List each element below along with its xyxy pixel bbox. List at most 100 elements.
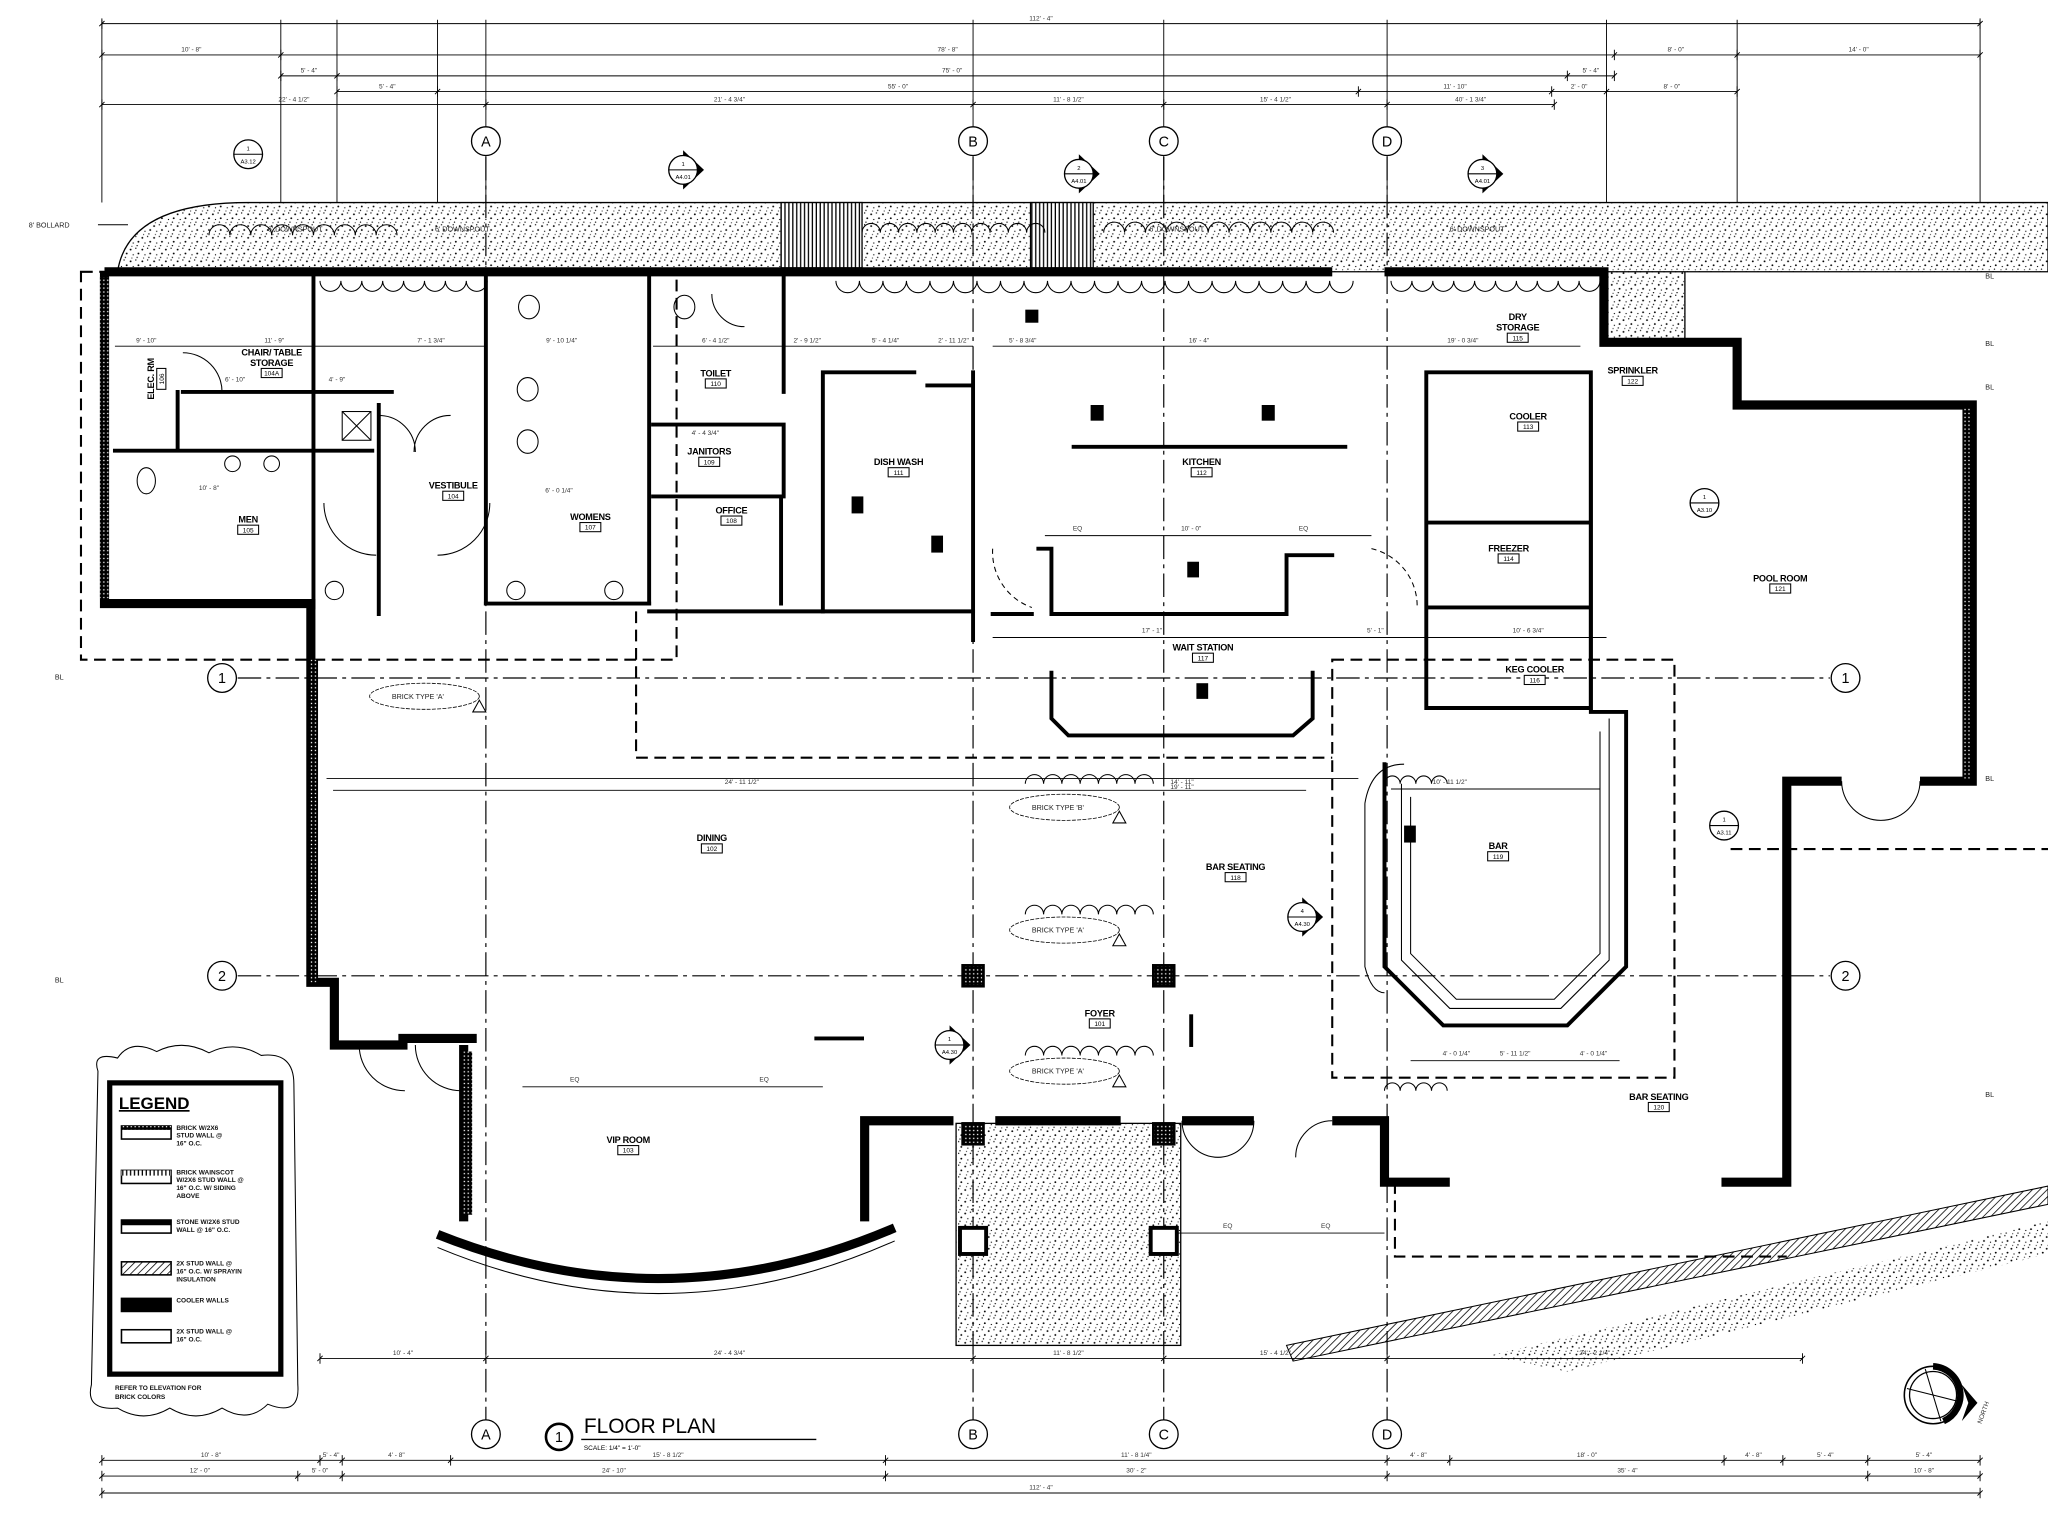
grid-row-label: 1 [1842, 671, 1850, 687]
shrub-row [1390, 280, 1601, 292]
floor-drain-icon [1187, 561, 1200, 578]
bollard-note: 8' BOLLARD [29, 221, 70, 229]
dimension-label: EQ [1223, 1223, 1232, 1230]
room-number: 105 [243, 527, 254, 534]
sink-icon [324, 580, 345, 601]
floor-drain-icon [1090, 405, 1104, 421]
grid-lines [237, 156, 1830, 1420]
section-sheet: A3.12 [241, 159, 256, 165]
section-sheet: A4.30 [942, 1050, 958, 1056]
room-name: SPRINKLER [1607, 366, 1658, 376]
room-number: 114 [1503, 556, 1514, 563]
room-number: 122 [1627, 378, 1638, 385]
room-name: VIP ROOM [607, 1135, 650, 1145]
dimension-label: 35' - 4" [1617, 1468, 1638, 1475]
room-name: BAR SEATING [1206, 862, 1265, 872]
section-tag[interactable]: 3A4.01 [1467, 154, 1504, 194]
room-number-box [700, 843, 723, 854]
room-name: KITCHEN [1182, 457, 1221, 467]
room-number: 117 [1198, 655, 1209, 662]
section-tag[interactable]: 1A3.10 [1689, 487, 1720, 518]
dimension-label: 5' - 4" [301, 68, 318, 75]
section-tag[interactable]: 1A4.01 [668, 150, 704, 190]
room-name: POOL ROOM [1753, 573, 1807, 583]
dimension-label: 6' - 4 1/2" [702, 337, 730, 344]
grid-column-label: B [968, 134, 978, 150]
baseline-marker: BL [1985, 775, 1994, 783]
room-name: COOLER [1509, 411, 1547, 421]
section-tag[interactable]: 1A3.12 [233, 139, 264, 170]
grid-column-bubble [1148, 1419, 1179, 1450]
room-number-box [1191, 652, 1214, 663]
dimension-label: 6' - 10" [225, 376, 246, 383]
section-sheet: A3.10 [1697, 508, 1713, 514]
dimension-label: 112' - 4" [1029, 15, 1053, 22]
room-name: STORAGE [250, 358, 293, 368]
legend-item-label: ABOVE [176, 1193, 200, 1200]
north-label: NORTH [1977, 1401, 1992, 1425]
dimension-label: 78' - 8" [937, 47, 958, 54]
section-tag[interactable]: 1A4.30 [934, 1025, 971, 1065]
room-number-box [156, 367, 167, 390]
section-tag[interactable]: 2A4.01 [1063, 154, 1100, 194]
room-number: 118 [1230, 875, 1241, 882]
section-tag[interactable]: 4A4.30 [1287, 897, 1324, 937]
room-number-box [887, 467, 910, 478]
shrub-row [1383, 775, 1448, 784]
toilet-icon [516, 429, 539, 454]
column [1148, 1225, 1179, 1256]
grid-column-bubble [1148, 126, 1179, 157]
room-number-box [1517, 421, 1540, 432]
sink-icon [604, 580, 624, 601]
floor-drain-icon [851, 496, 864, 514]
room-number-box [1523, 674, 1546, 686]
entry-paving [955, 1122, 1182, 1347]
legend-item-label: 16" O.C. W/ SIDING [176, 1185, 236, 1192]
baseline-marker: BL [1985, 340, 1994, 348]
baseline-marker: BL [1985, 272, 1994, 280]
dimension-label: 12' - 0" [190, 1468, 211, 1475]
section-sheet: A4.01 [1071, 179, 1086, 185]
room-number: 101 [1094, 1021, 1105, 1028]
grid-row-label: 1 [218, 671, 226, 687]
brick-type-note: BRICK TYPE 'B' [1032, 804, 1085, 812]
toilet-icon [516, 377, 539, 402]
grid-column-label: C [1159, 134, 1169, 150]
room-number-box [698, 456, 721, 467]
dimension-label: 5' - 4" [379, 83, 396, 90]
column [958, 1225, 989, 1256]
room-name: DISH WASH [874, 457, 923, 467]
interior-walls [112, 269, 1629, 1047]
room-number-box [704, 378, 727, 389]
shrub-row [1383, 1082, 1448, 1091]
room-name: STORAGE [1496, 323, 1539, 333]
drawing-title: 1 FLOOR PLAN SCALE: 1/4" = 1'-0" [544, 1415, 817, 1452]
legend-item-label: INSULATION [176, 1276, 216, 1283]
room-number: 111 [894, 470, 904, 477]
dimension-lines: 112' - 4"10' - 8"78' - 8"8' - 0"14' - 0"… [98, 15, 1984, 1499]
section-number: 4 [1301, 909, 1305, 915]
room-number-box [1088, 1018, 1111, 1029]
dimension-label: 24' - 4 3/4" [714, 1350, 746, 1357]
column [1151, 1122, 1176, 1146]
toilet-icon [518, 294, 540, 320]
brick-type-note: BRICK TYPE 'A' [392, 693, 445, 701]
revision-delta-icon [471, 699, 487, 713]
dimension-label: 8' - 0" [1667, 47, 1684, 54]
room-number: 110 [711, 381, 722, 388]
room-name: BAR SEATING [1629, 1092, 1688, 1102]
section-tag[interactable]: 1A3.11 [1709, 810, 1740, 841]
shrub-row [1024, 904, 1154, 915]
brick-type-note: BRICK TYPE 'A' [1032, 927, 1085, 935]
site-paving [116, 201, 2048, 1372]
dimension-label: 4' - 9" [329, 376, 346, 383]
